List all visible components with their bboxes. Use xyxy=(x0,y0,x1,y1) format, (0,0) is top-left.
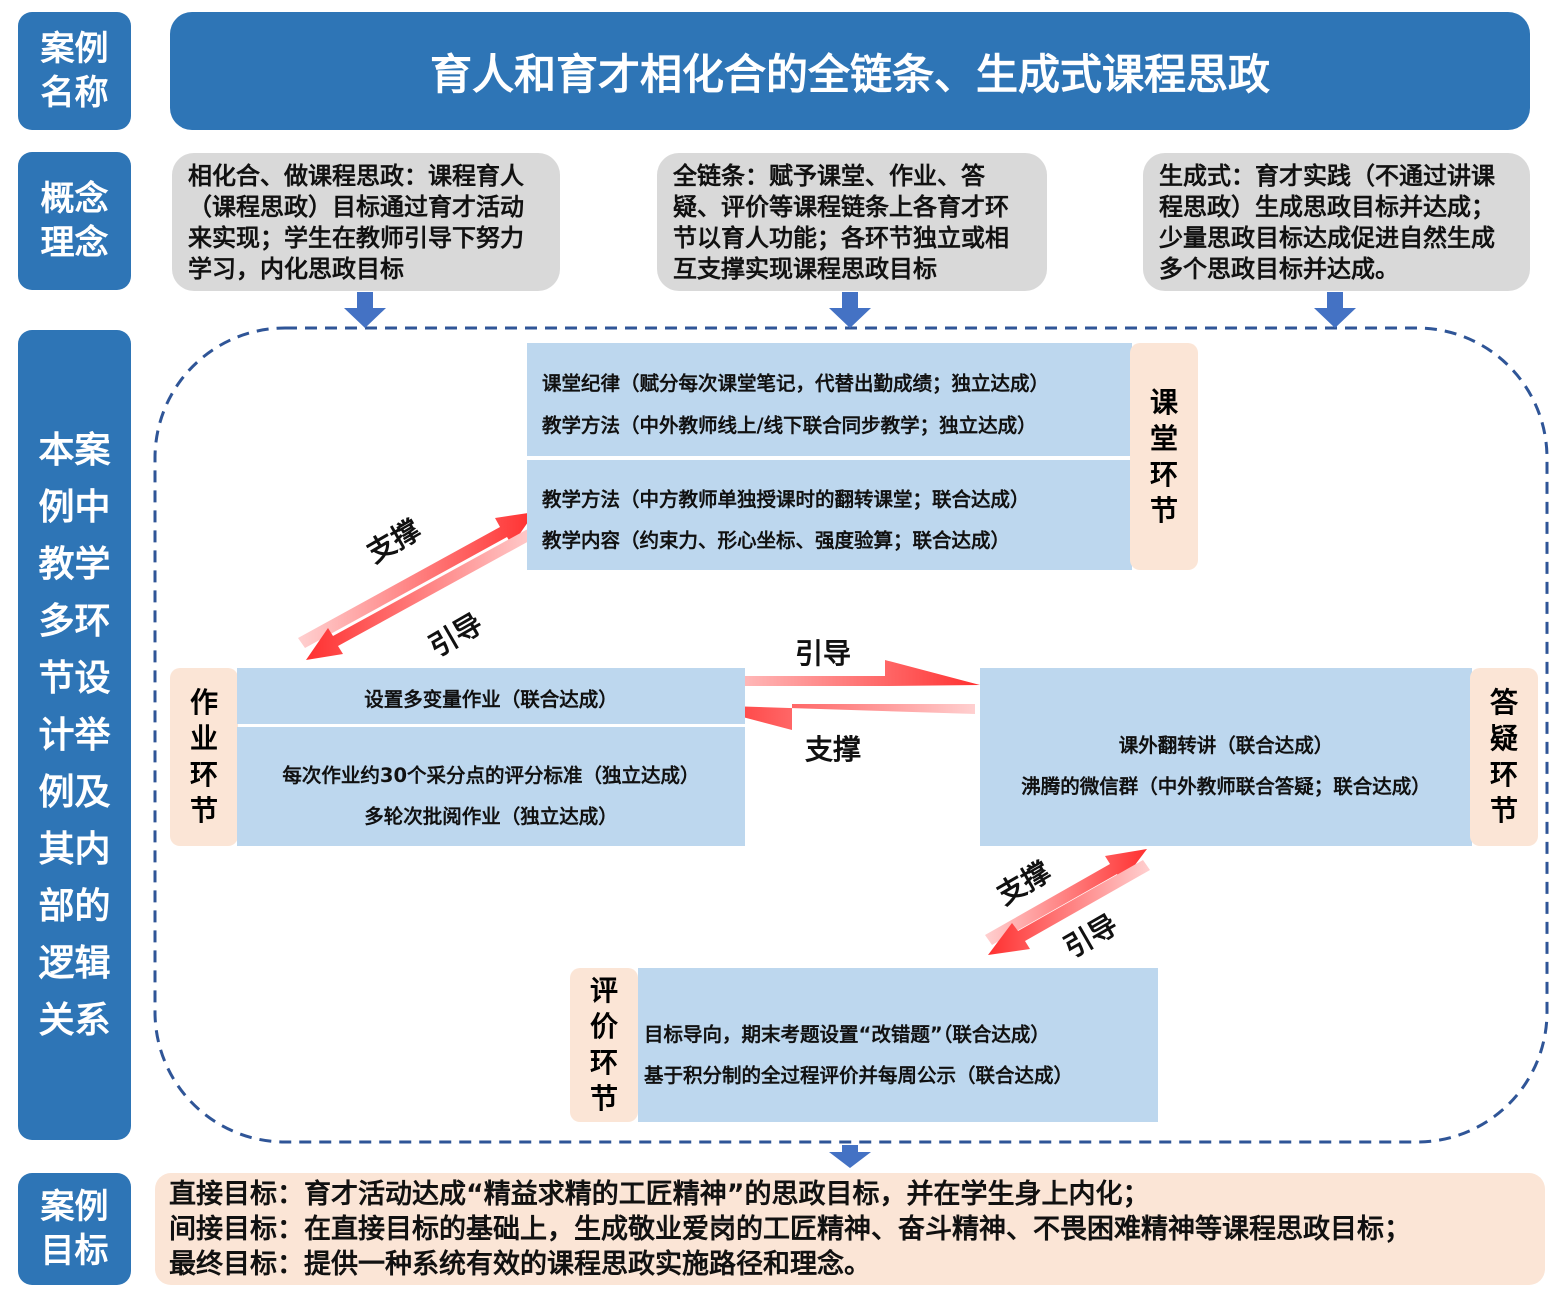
label-guide: 引导 xyxy=(795,637,852,670)
homework-item: 每次作业约30个采分点的评分标准（独立达成） xyxy=(282,764,700,787)
qa-box xyxy=(980,668,1472,846)
classroom-item: 教学方法（中方教师单独授课时的翻转课堂；联合达成） xyxy=(542,488,1030,511)
classroom-item: 课堂纪律（赋分每次课堂笔记，代替出勤成绩；独立达成） xyxy=(542,372,1050,395)
classroom-label: 课堂环节 xyxy=(1130,343,1198,570)
concept-box-2: 全链条：赋予课堂、作业、答疑、评价等课程链条上各育才环节以育人功能；各环节独立或… xyxy=(657,153,1047,291)
label-goal: 案例目标 xyxy=(18,1173,131,1285)
classroom-item: 教学方法（中外教师线上/线下联合同步教学；独立达成） xyxy=(542,414,1037,437)
evaluation-box xyxy=(638,968,1158,1122)
classroom-box-bottom xyxy=(527,460,1132,570)
label-concept: 概念理念 xyxy=(18,152,131,290)
goal-indirect: 间接目标：在直接目标的基础上，生成敬业爱岗的工匠精神、奋斗精神、不畏困难精神等课… xyxy=(169,1214,1411,1245)
qa-label: 答疑环节 xyxy=(1470,668,1538,846)
evaluation-label: 评价环节 xyxy=(570,968,638,1122)
goal-final: 最终目标：提供一种系统有效的课程思政实施路径和理念。 xyxy=(169,1249,871,1280)
classroom-box-top xyxy=(527,343,1132,456)
evaluation-item: 目标导向，期末考题设置“改错题”（联合达成） xyxy=(644,1023,1050,1046)
label-design: 本案例中教学多环节设计举例及其内部的逻辑关系 xyxy=(18,330,131,1140)
homework-item: 多轮次批阅作业（独立达成） xyxy=(364,805,618,828)
classroom-item: 教学内容（约束力、形心坐标、强度验算；联合达成） xyxy=(542,529,1011,552)
qa-item: 沸腾的微信群（中外教师联合答疑；联合达成） xyxy=(1021,775,1431,798)
concept-box-1: 相化合、做课程思政：课程育人（课程思政）目标通过育才活动来实现；学生在教师引导下… xyxy=(172,153,560,291)
homework-label: 作业环节 xyxy=(170,668,238,846)
qa-item: 课外翻转讲（联合达成） xyxy=(1118,734,1334,757)
label-case-name: 案例名称 xyxy=(18,12,131,130)
down-arrow-icon xyxy=(344,292,1356,1168)
arrow-support-classroom xyxy=(298,512,535,648)
concept-box-3: 生成式：育才实践（不通过讲课程思政）生成思政目标并达成；少量思政目标达成促进自然… xyxy=(1143,153,1530,291)
arrow-guide-homework xyxy=(306,525,540,660)
arrow-guide-eval xyxy=(988,860,1150,955)
arrow-support-homework xyxy=(697,704,975,730)
homework-box-bottom xyxy=(237,727,745,846)
goal-direct: 直接目标：育才活动达成“精益求精的工匠精神”的思政目标，并在学生身上内化； xyxy=(169,1179,1150,1210)
arrow-support-qa xyxy=(985,849,1147,945)
evaluation-item: 基于积分制的全过程评价并每周公示（联合达成） xyxy=(644,1064,1074,1087)
label-support: 支撑 xyxy=(805,733,862,766)
dashed-frame xyxy=(153,326,1549,1144)
page-title: 育人和育才相化合的全链条、生成式课程思政 xyxy=(170,12,1530,130)
homework-item: 设置多变量作业（联合达成） xyxy=(364,688,618,711)
arrow-guide-qa xyxy=(702,660,980,686)
homework-box-top xyxy=(237,668,745,724)
goal-box: 直接目标：育才活动达成“精益求精的工匠精神”的思政目标，并在学生身上内化； 间接… xyxy=(155,1173,1545,1285)
